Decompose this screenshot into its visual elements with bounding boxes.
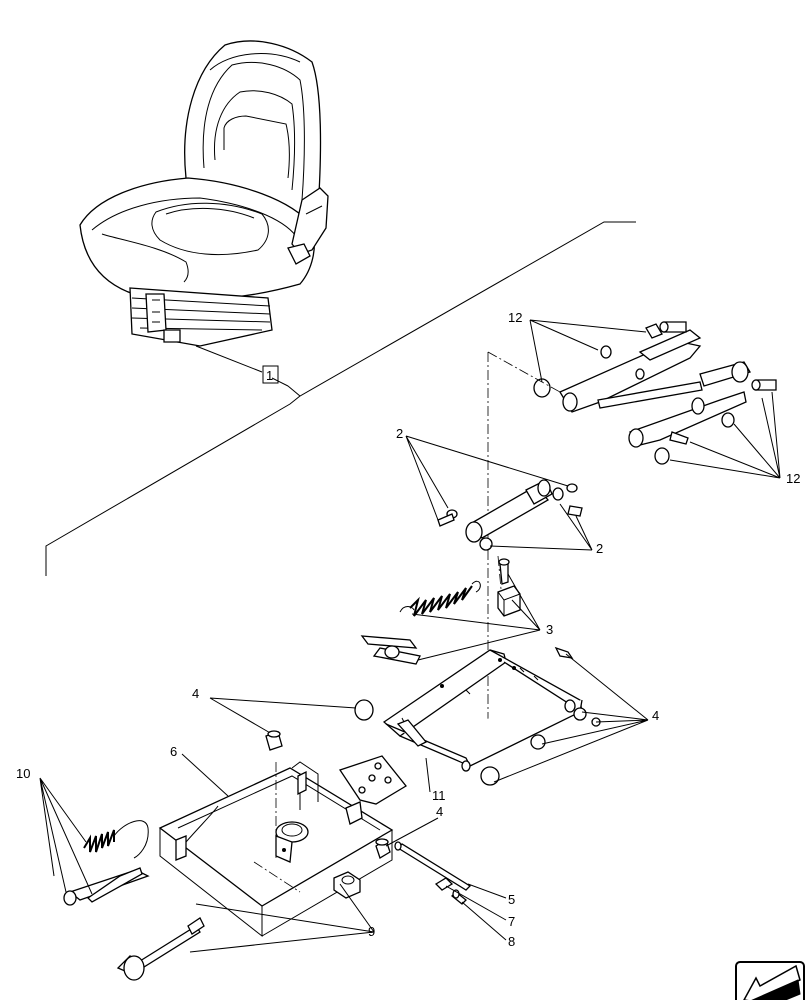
callout-box-1: 1 <box>262 365 279 384</box>
callout-6: 6 <box>170 744 177 759</box>
seat-assembly <box>79 40 329 347</box>
callout-8: 8 <box>508 934 515 949</box>
callout-10: 10 <box>16 766 30 781</box>
callout-11: 11 <box>432 788 446 803</box>
callout-4-left: 4 <box>192 686 199 701</box>
spring-lever <box>63 820 150 906</box>
upper-frame <box>382 649 583 772</box>
shock-absorber <box>437 479 583 551</box>
callout-4-bottom: 4 <box>436 804 443 819</box>
callout-12-top: 12 <box>508 310 522 325</box>
callout-12-right: 12 <box>786 471 800 486</box>
callout-1: 1 <box>266 368 273 383</box>
callout-3: 3 <box>546 622 553 637</box>
callout-2-top: 2 <box>396 426 403 441</box>
callout-9: 9 <box>368 924 375 939</box>
direction-arrow-icon[interactable] <box>735 961 805 1000</box>
scissor-linkage <box>533 321 777 465</box>
callout-7: 7 <box>508 914 515 929</box>
rod-plate-bolt <box>394 841 472 905</box>
callout-2-right: 2 <box>596 541 603 556</box>
spring-and-block <box>360 558 521 665</box>
callout-5: 5 <box>508 892 515 907</box>
adjustment-knob <box>116 838 391 981</box>
seat-base <box>158 755 407 938</box>
callout-4-right: 4 <box>652 708 659 723</box>
